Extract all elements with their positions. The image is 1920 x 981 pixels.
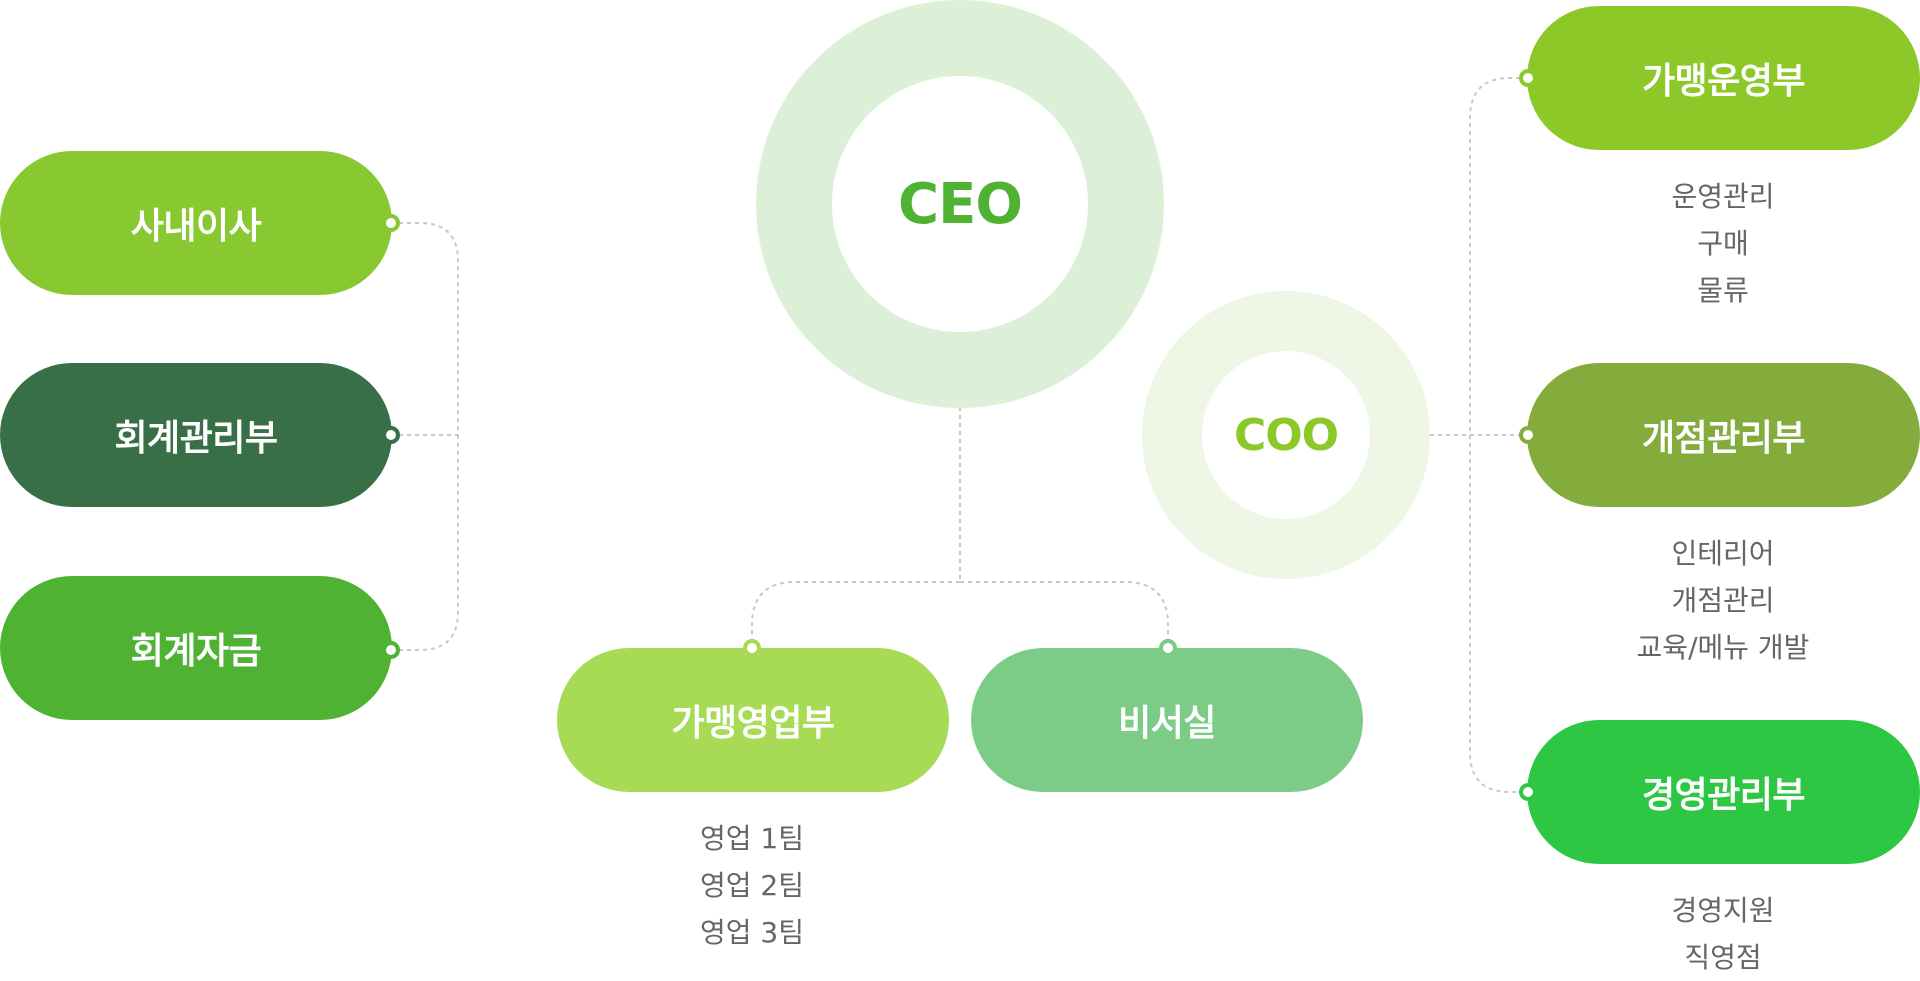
coo-ring: COO (1142, 291, 1430, 579)
sub-item: 구매 (1697, 227, 1749, 260)
dept-label: 회계자금 (130, 631, 262, 672)
connector-dot-left-2 (382, 426, 400, 444)
sub-item: 개점관리 (1671, 584, 1775, 617)
connector-dot-left-1 (382, 214, 400, 232)
dept-label: 개점관리부 (1641, 418, 1806, 459)
coo-label: COO (1233, 409, 1339, 461)
connector-left-top (391, 222, 459, 435)
sub-list-right-1: 운영관리 구매 물류 (1573, 173, 1873, 314)
dept-label: 가맹운영부 (1641, 61, 1806, 102)
connector-dot-bottom-2 (1159, 639, 1177, 657)
sub-item: 영업 3팀 (700, 916, 804, 949)
dept-box-left-3[interactable]: 회계자금 (0, 576, 392, 720)
connector-bottom-right (960, 581, 1169, 648)
sub-item: 영업 1팀 (700, 822, 804, 855)
ceo-label: CEO (898, 171, 1023, 237)
connector-dot-bottom-1 (743, 639, 761, 657)
dept-box-right-3[interactable]: 경영관리부 (1527, 720, 1920, 864)
dept-label: 회계관리부 (114, 418, 278, 459)
connector-dot-left-3 (382, 641, 400, 659)
sub-item: 운영관리 (1671, 180, 1775, 213)
dept-box-bottom-1[interactable]: 가맹영업부 (557, 648, 949, 792)
connector-left-bottom (391, 435, 459, 651)
dept-box-bottom-2[interactable]: 비서실 (971, 648, 1363, 792)
dept-box-left-2[interactable]: 회계관리부 (0, 363, 392, 507)
dept-label: 경영관리부 (1641, 775, 1806, 816)
sub-item: 인테리어 (1671, 537, 1775, 570)
sub-list-right-2: 인테리어 개점관리 교육/메뉴 개발 (1573, 530, 1873, 671)
connector-dot-right-2 (1519, 426, 1537, 444)
dept-box-left-1[interactable]: 사내이사 (0, 151, 392, 295)
sub-item: 영업 2팀 (700, 869, 804, 902)
sub-item: 교육/메뉴 개발 (1636, 631, 1810, 664)
dept-box-right-2[interactable]: 개점관리부 (1527, 363, 1920, 507)
sub-item: 경영지원 (1671, 894, 1775, 927)
dept-label: 사내이사 (130, 206, 262, 247)
connector-dot-right-3 (1519, 783, 1537, 801)
sub-item: 물류 (1697, 274, 1749, 307)
dept-box-right-1[interactable]: 가맹운영부 (1527, 6, 1920, 150)
sub-list-right-3: 경영지원 직영점 (1573, 887, 1873, 981)
sub-list-bottom-1: 영업 1팀 영업 2팀 영업 3팀 (602, 815, 902, 956)
sub-item: 직영점 (1684, 941, 1762, 974)
connector-bottom-left (751, 581, 960, 648)
connector-dot-right-1 (1519, 69, 1537, 87)
dept-label: 가맹영업부 (671, 703, 835, 744)
dept-label: 비서실 (1118, 703, 1216, 744)
ceo-ring: CEO (756, 0, 1164, 408)
